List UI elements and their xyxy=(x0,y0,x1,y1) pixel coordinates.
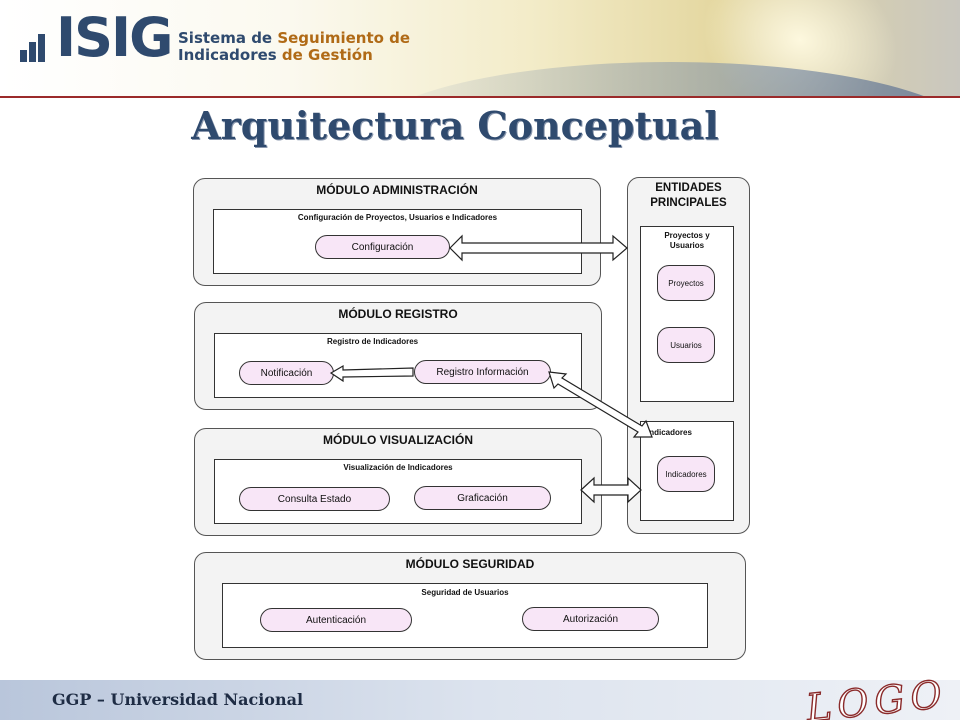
module-title: MÓDULO SEGURIDAD xyxy=(405,557,535,571)
footer-logo: LOGO xyxy=(803,671,950,720)
module-administracion: MÓDULO ADMINISTRACIÓN Configuración de P… xyxy=(193,178,601,286)
header-divider xyxy=(0,96,960,98)
inner-title: Configuración de Proyectos, Usuarios e I… xyxy=(297,213,498,222)
logo-subtitle: Sistema de Seguimiento de Indicadores de… xyxy=(178,29,411,64)
page-title: Arquitectura Conceptual xyxy=(191,103,719,148)
node-notificacion[interactable]: Notificación xyxy=(239,361,334,385)
entity-indicadores[interactable]: Indicadores xyxy=(657,456,715,492)
inner-box-registro: Registro de Indicadores Notificación Reg… xyxy=(214,333,582,398)
entity-group-proyectos-usuarios: Proyectos y Usuarios Proyectos Usuarios xyxy=(640,226,734,402)
node-registro-informacion[interactable]: Registro Información xyxy=(414,360,551,384)
module-title: MÓDULO ADMINISTRACIÓN xyxy=(316,183,478,197)
entity-group-indicadores: Indicadores Indicadores xyxy=(640,421,734,521)
entidades-title: ENTIDADES PRINCIPALES xyxy=(650,182,727,209)
entity-group-label: Indicadores xyxy=(647,428,692,437)
module-title: MÓDULO REGISTRO xyxy=(338,307,458,321)
module-seguridad: MÓDULO SEGURIDAD Seguridad de Usuarios A… xyxy=(194,552,746,660)
inner-title: Registro de Indicadores xyxy=(327,337,419,346)
node-autorizacion[interactable]: Autorización xyxy=(522,607,659,631)
inner-title: Seguridad de Usuarios xyxy=(421,588,509,597)
entity-usuarios[interactable]: Usuarios xyxy=(657,327,715,363)
logo-bars-icon xyxy=(18,22,58,62)
footer-text: GGP – Universidad Nacional xyxy=(52,690,304,709)
node-consulta-estado[interactable]: Consulta Estado xyxy=(239,487,390,511)
node-configuracion[interactable]: Configuración xyxy=(315,235,450,259)
module-entidades-principales: ENTIDADES PRINCIPALES Proyectos y Usuari… xyxy=(627,177,750,534)
module-title: MÓDULO VISUALIZACIÓN xyxy=(323,433,473,447)
module-visualizacion: MÓDULO VISUALIZACIÓN Visualización de In… xyxy=(194,428,602,536)
inner-box-visualizacion: Visualización de Indicadores Consulta Es… xyxy=(214,459,582,524)
inner-box-seguridad: Seguridad de Usuarios Autenticación Auto… xyxy=(222,583,708,648)
node-graficacion[interactable]: Graficación xyxy=(414,486,551,510)
module-registro: MÓDULO REGISTRO Registro de Indicadores … xyxy=(194,302,602,410)
entity-group-label: Proyectos y Usuarios xyxy=(664,231,710,250)
node-autenticacion[interactable]: Autenticación xyxy=(260,608,412,632)
logo-text: ISIG xyxy=(56,6,173,69)
inner-box-configuracion: Configuración de Proyectos, Usuarios e I… xyxy=(213,209,582,274)
footer-bar: GGP – Universidad Nacional LOGO xyxy=(0,671,960,720)
entity-proyectos[interactable]: Proyectos xyxy=(657,265,715,301)
header-banner: ISIG Sistema de Seguimiento de Indicador… xyxy=(0,0,960,98)
inner-title: Visualización de Indicadores xyxy=(343,463,453,472)
